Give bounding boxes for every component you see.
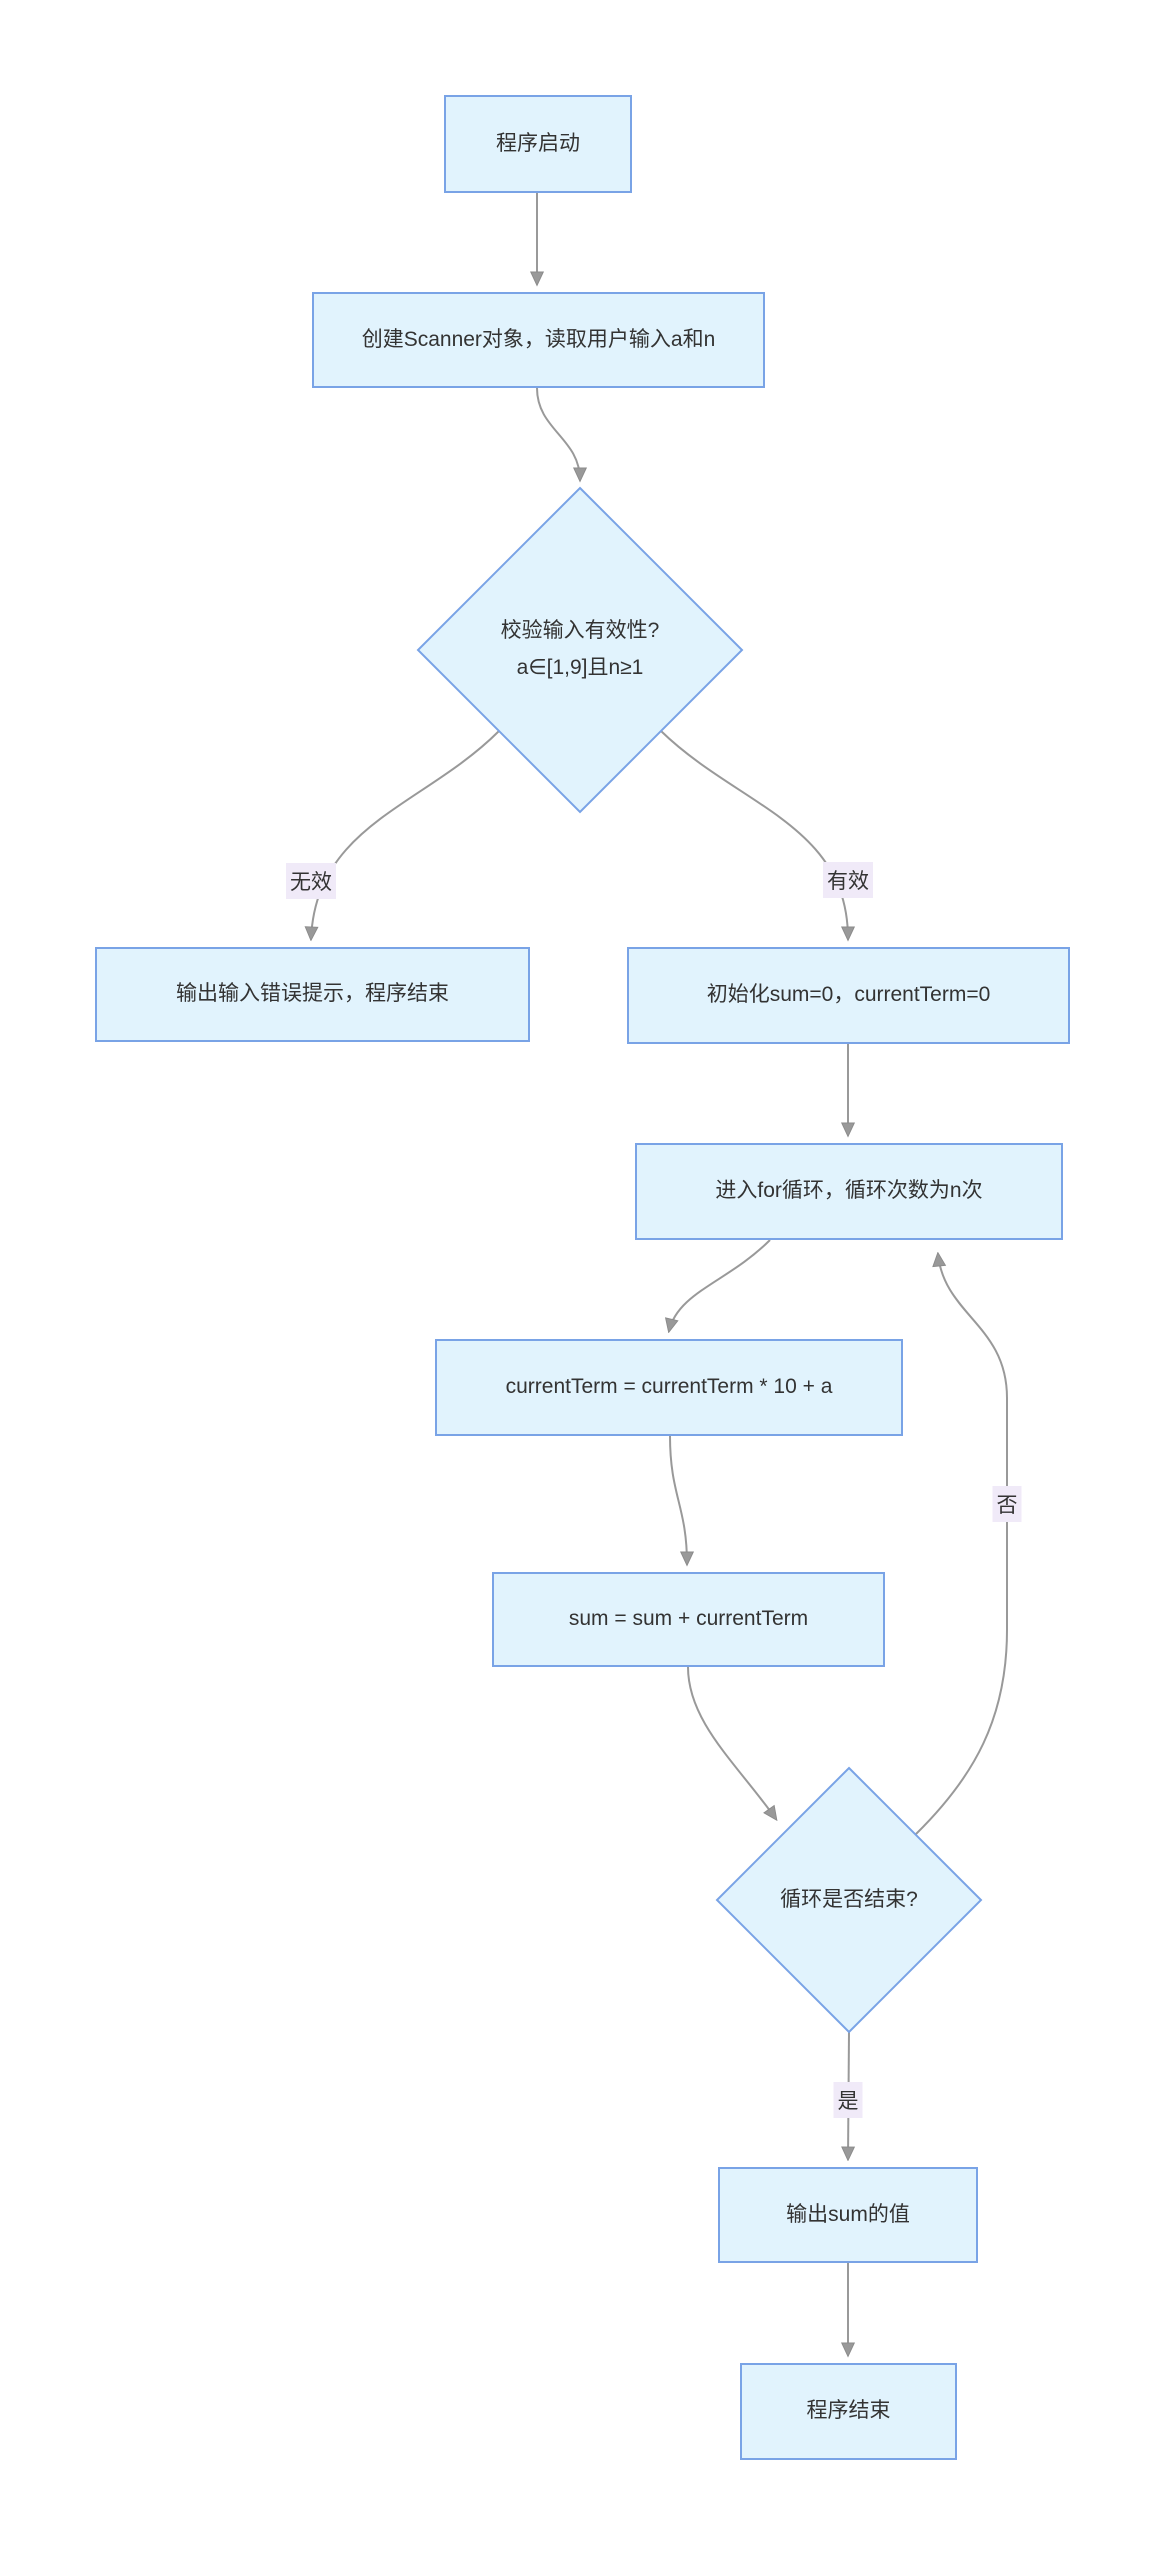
node-calc-term: currentTerm = currentTerm * 10 + a (435, 1339, 903, 1436)
node-invalid-end: 输出输入错误提示，程序结束 (95, 947, 530, 1042)
edge-validate-valid-branch (660, 730, 848, 939)
edge-label-yes: 是 (833, 2082, 863, 2118)
node-start: 程序启动 (444, 95, 632, 193)
node-end-label: 程序结束 (806, 2399, 891, 2423)
node-read-input: 创建Scanner对象，读取用户输入a和n (312, 292, 765, 388)
edge-loopcheck-no-loopback (915, 1254, 1008, 1835)
node-output-label: 输出sum的值 (786, 2202, 910, 2226)
edge-label-yes-text: 是 (837, 2090, 859, 2113)
edge-label-invalid-text: 无效 (290, 871, 332, 894)
edge-read-to-validate (536, 387, 580, 480)
node-for-loop: 进入for循环，循环次数为n次 (635, 1143, 1063, 1240)
node-calc-term-label: currentTerm = currentTerm * 10 + a (505, 1375, 833, 1399)
edge-label-valid-text: 有效 (827, 870, 869, 893)
node-calc-sum: sum = sum + currentTerm (492, 1572, 885, 1667)
node-calc-sum-label: sum = sum + currentTerm (568, 1607, 809, 1631)
edge-validate-invalid-branch (311, 730, 500, 939)
node-read-input-label: 创建Scanner对象，读取用户输入a和n (361, 327, 716, 351)
edge-label-valid: 有效 (823, 862, 873, 898)
node-invalid-end-label: 输出输入错误提示，程序结束 (176, 982, 449, 1006)
edge-forloop-to-calcterm (669, 1239, 771, 1331)
validate-diamond-shape (416, 486, 744, 814)
edge-calcterm-to-calcsum (669, 1435, 687, 1564)
node-for-loop-label: 进入for循环，循环次数为n次 (715, 1179, 983, 1203)
loop-check-diamond-shape (715, 1766, 983, 2034)
node-end: 程序结束 (740, 2363, 957, 2460)
edge-label-no-text: 否 (996, 1494, 1018, 1517)
node-start-label: 程序启动 (496, 131, 580, 155)
node-output: 输出sum的值 (718, 2167, 978, 2263)
edge-calcsum-to-loopcheck (687, 1666, 776, 1819)
edge-label-invalid: 无效 (286, 863, 336, 899)
node-init-label: 初始化sum=0，currentTerm=0 (706, 983, 991, 1007)
node-init: 初始化sum=0，currentTerm=0 (627, 947, 1070, 1044)
edge-label-no: 否 (992, 1486, 1022, 1522)
